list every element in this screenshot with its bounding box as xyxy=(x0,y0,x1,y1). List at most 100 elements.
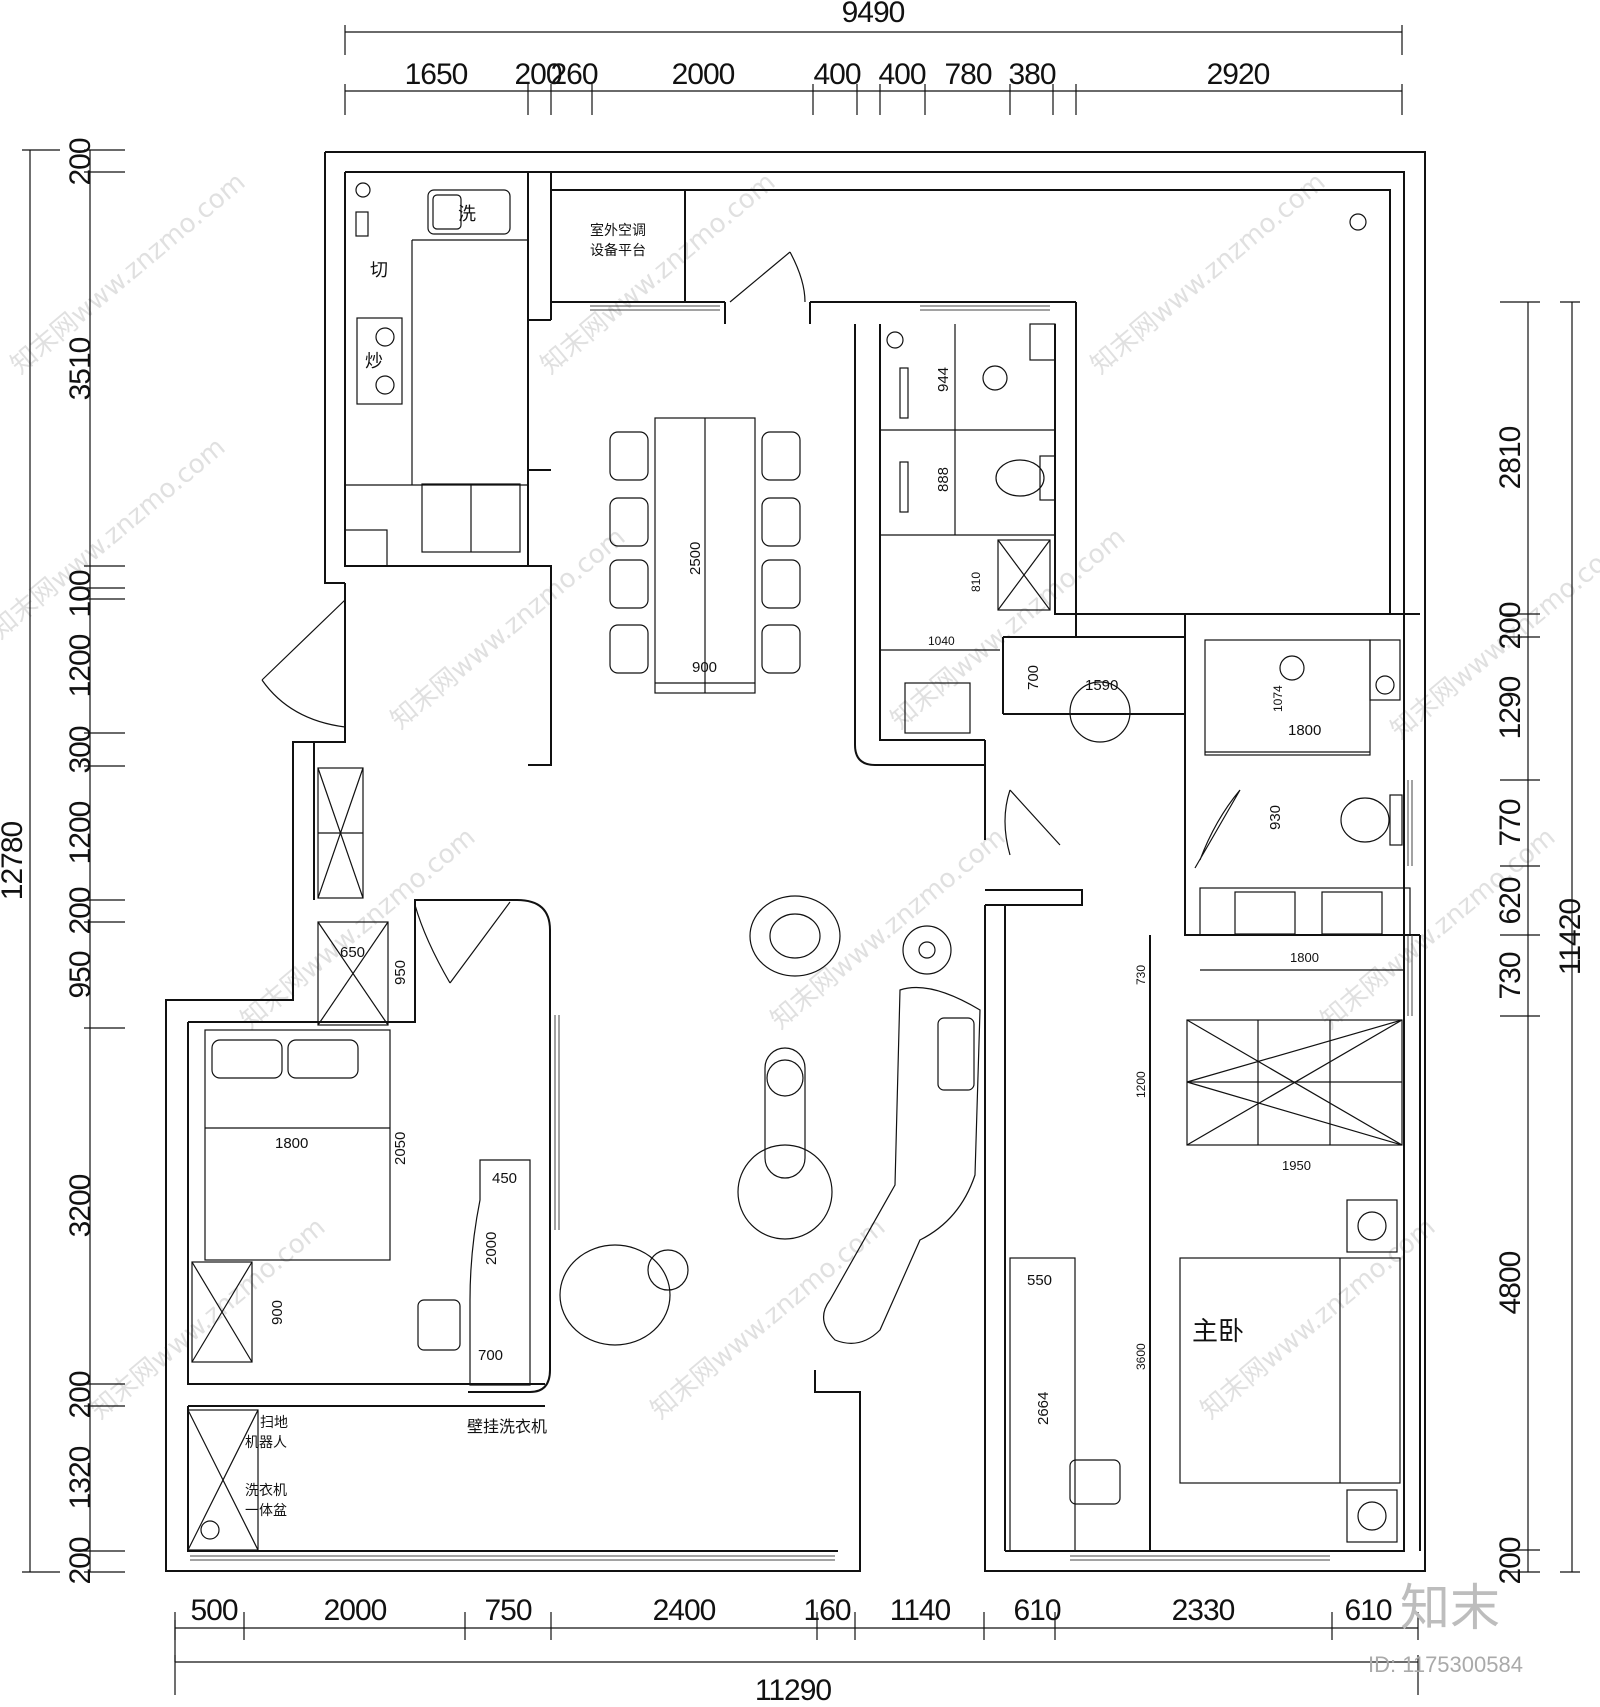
bedroom-2: 650 950 1800 2050 450 2000 700 900 xyxy=(187,767,531,1551)
top-dimensions: 9490 1650 200 260 2000 400 400 780 380 2… xyxy=(344,0,1403,115)
right-dimensions: 11420 2810 200 1290 770 620 730 4800 200 xyxy=(1494,301,1587,1585)
br2-450-dim: 450 xyxy=(492,1170,517,1187)
ac-platform: 室外空调 设备平台 xyxy=(590,213,1367,259)
watermark-text: 知末网www.znzmo.com xyxy=(1085,167,1331,380)
left-dimensions: 12780 200 3510 100 1200 300 1200 200 950… xyxy=(0,138,125,1585)
br2-700-dim: 700 xyxy=(478,1347,503,1364)
watermark-text: 知末网www.znzmo.com xyxy=(385,522,631,735)
watermark-text: 知末网www.znzmo.com xyxy=(85,1212,331,1425)
bottom-seg-dim: 1140 xyxy=(890,1594,951,1627)
corridor-700-dim: 700 xyxy=(1025,665,1042,690)
watermark-text: 知末网www.znzmo.com xyxy=(1385,532,1600,745)
left-seg-dim: 300 xyxy=(64,726,97,773)
dining-table-length-dim: 2500 xyxy=(687,542,704,575)
balcony-door xyxy=(729,251,806,303)
robot-vacuum-label: 扫地 xyxy=(260,1415,288,1431)
top-seg-dim: 260 xyxy=(550,58,597,91)
bottom-seg-dim: 2400 xyxy=(653,1594,716,1627)
washer-basin-label: 一体盆 xyxy=(245,1503,287,1519)
right-seg-dim: 730 xyxy=(1494,952,1527,999)
left-seg-dim: 100 xyxy=(64,570,97,617)
master-bath-1074-dim: 1074 xyxy=(1271,685,1285,712)
bottom-total-dim: 11290 xyxy=(755,1674,832,1707)
top-seg-dim: 1650 xyxy=(405,58,468,91)
entry-door xyxy=(261,599,346,728)
top-seg-dim: 2920 xyxy=(1207,58,1270,91)
watermark-text: 知末网www.znzmo.com xyxy=(645,1212,891,1425)
right-seg-dim: 1290 xyxy=(1494,676,1527,739)
walls xyxy=(165,151,1426,1572)
master-3600-dim: 3600 xyxy=(1134,1343,1148,1370)
watermark-text: 知末网www.znzmo.com xyxy=(0,432,231,645)
top-seg-dim: 200 xyxy=(514,58,561,91)
br2-2050-dim: 2050 xyxy=(392,1132,409,1165)
bottom-seg-dim: 160 xyxy=(803,1594,850,1627)
bottom-seg-dim: 2000 xyxy=(324,1594,387,1627)
left-seg-dim: 200 xyxy=(64,138,97,185)
dining-area: 2500 900 xyxy=(609,417,801,694)
top-seg-dim: 780 xyxy=(944,58,991,91)
master-bath-1800a-dim: 1800 xyxy=(1288,722,1321,739)
bottom-seg-dim: 2330 xyxy=(1172,1594,1235,1627)
kitchen-fry-label: 炒 xyxy=(365,351,383,372)
kitchen-wash-label: 洗 xyxy=(458,204,476,225)
doors xyxy=(261,251,1241,984)
brand-id-text: ID: 1175300584 xyxy=(1368,1652,1523,1677)
br2-650-dim: 650 xyxy=(340,944,365,961)
bath1-upper-dim: 944 xyxy=(935,367,952,392)
top-total-dim: 9490 xyxy=(842,0,905,29)
dining-table-width-dim: 900 xyxy=(692,659,717,676)
left-seg-dim: 200 xyxy=(64,887,97,934)
master-bath: 1074 1800 930 xyxy=(1199,639,1411,936)
top-seg-dim: 380 xyxy=(1008,58,1055,91)
br2-950-dim: 950 xyxy=(392,960,409,985)
left-total-dim: 12780 xyxy=(0,821,29,900)
living-room xyxy=(559,895,981,1346)
right-total-dim: 11420 xyxy=(1554,899,1587,976)
bottom-seg-dim: 500 xyxy=(190,1594,237,1627)
ac-platform-label: 室外空调 xyxy=(590,222,646,239)
left-seg-dim: 3200 xyxy=(64,1174,97,1237)
bath1-lower-dim: 888 xyxy=(935,467,952,492)
laundry: 壁挂洗衣机 扫地 机器人 洗衣机 一体盆 xyxy=(245,1415,547,1519)
right-seg-dim: 2810 xyxy=(1494,426,1527,489)
right-seg-dim: 200 xyxy=(1494,602,1527,649)
corridor: 700 1590 xyxy=(1025,665,1131,743)
br2-bed-1800-dim: 1800 xyxy=(275,1135,308,1152)
lounge-chair xyxy=(559,1244,689,1346)
left-seg-dim: 200 xyxy=(64,1371,97,1418)
washer-basin-label: 洗衣机 xyxy=(245,1483,287,1499)
left-seg-dim: 3510 xyxy=(64,337,97,400)
corridor-door xyxy=(1004,789,1061,856)
chair xyxy=(609,431,801,674)
br2-2000-dim: 2000 xyxy=(483,1232,500,1265)
watermark-text: 知末网www.znzmo.com xyxy=(765,822,1011,1035)
right-seg-dim: 770 xyxy=(1494,799,1527,846)
master-730-dim: 730 xyxy=(1134,965,1148,985)
kitchen-cut-label: 切 xyxy=(370,260,388,281)
kitchen: 洗 切 炒 xyxy=(344,182,528,567)
bottom-dimensions: 11290 500 2000 750 2400 160 1140 610 233… xyxy=(174,1594,1419,1707)
bottom-seg-dim: 610 xyxy=(1013,1594,1060,1627)
corridor-1590-dim: 1590 xyxy=(1085,677,1118,694)
top-seg-dim: 400 xyxy=(813,58,860,91)
watermark-text: 知末网www.znzmo.com xyxy=(235,822,481,1035)
ac-platform-label: 设备平台 xyxy=(590,242,646,259)
top-seg-dim: 400 xyxy=(878,58,925,91)
right-seg-dim: 4800 xyxy=(1494,1251,1527,1314)
left-seg-dim: 1200 xyxy=(64,801,97,864)
master-wardrobe-1950-dim: 1950 xyxy=(1282,1158,1311,1173)
right-seg-dim: 200 xyxy=(1494,1537,1527,1584)
left-seg-dim: 200 xyxy=(64,1537,97,1584)
br2-900-dim: 900 xyxy=(269,1300,286,1325)
left-seg-dim: 950 xyxy=(64,951,97,998)
right-seg-dim: 620 xyxy=(1494,877,1527,924)
brand-watermark: 知末 ID: 1175300584 xyxy=(1368,1579,1523,1677)
central-bath: 944 888 810 1040 xyxy=(880,323,1056,734)
master-bedroom-label: 主卧 xyxy=(1192,1317,1244,1347)
master-550-dim: 550 xyxy=(1027,1272,1052,1289)
master-1200-dim: 1200 xyxy=(1134,1071,1148,1098)
watermark-text: 知末网www.znzmo.com xyxy=(535,167,781,380)
robot-vacuum-label: 机器人 xyxy=(245,1435,287,1451)
